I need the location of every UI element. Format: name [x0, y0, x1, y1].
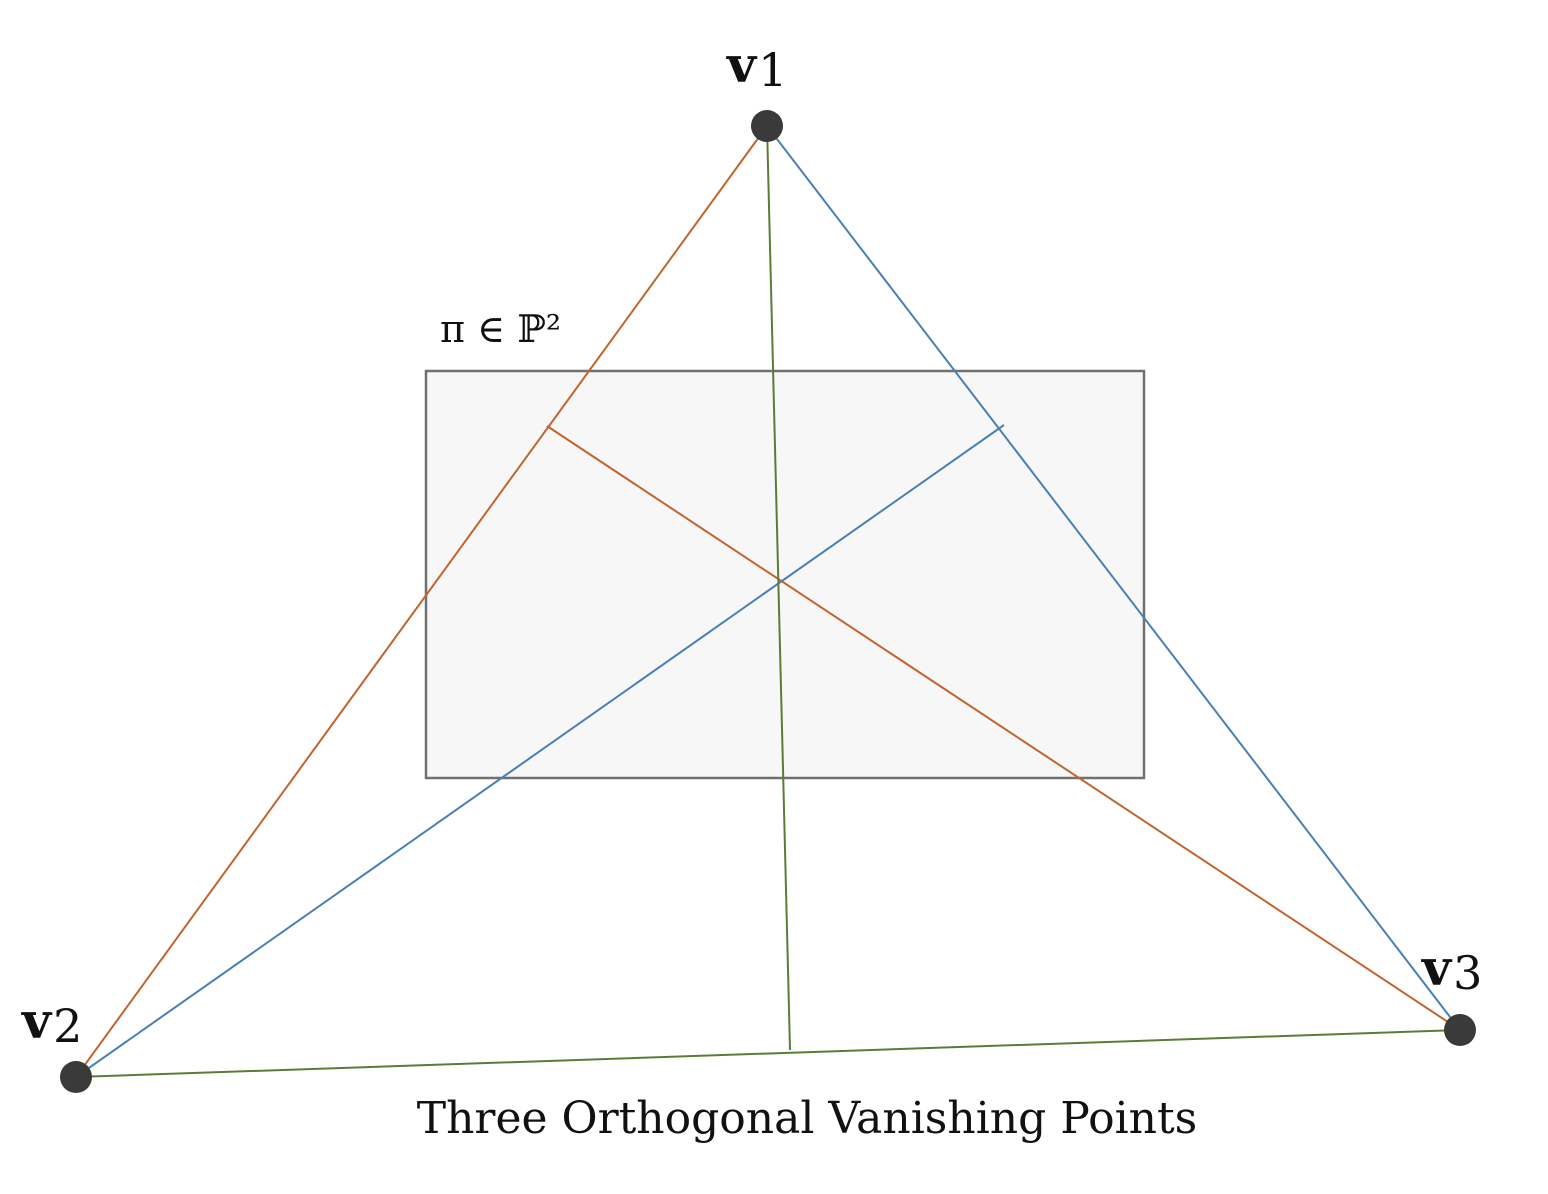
- image-plane: [424, 369, 1146, 780]
- altitude-from-v1: [766, 125, 791, 1051]
- diagram-caption: Three Orthogonal Vanishing Points: [417, 1093, 1198, 1144]
- image-plane-label: π ∈ ℙ²: [440, 307, 561, 351]
- label-v2: v2: [21, 991, 82, 1053]
- edge-v1-v2: [75, 125, 768, 1078]
- altitude-from-v2: [75, 424, 1005, 1078]
- vanishing-point-v2: [60, 1061, 92, 1093]
- edge-v1-v3: [766, 125, 1461, 1031]
- label-v3-letter: v: [1421, 938, 1453, 997]
- label-v1-subscript: 1: [758, 43, 787, 97]
- label-v1-letter: v: [726, 35, 758, 94]
- vanishing-point-v1: [751, 110, 783, 142]
- vanishing-point-v3: [1444, 1014, 1476, 1046]
- altitude-from-v3: [546, 425, 1461, 1031]
- label-v2-letter: v: [21, 991, 53, 1050]
- edge-v2-v3: [75, 1029, 1461, 1078]
- label-v2-subscript: 2: [53, 999, 82, 1053]
- label-v3-subscript: 3: [1453, 946, 1482, 1000]
- label-v1: v1: [726, 35, 787, 97]
- label-v3: v3: [1421, 938, 1482, 1000]
